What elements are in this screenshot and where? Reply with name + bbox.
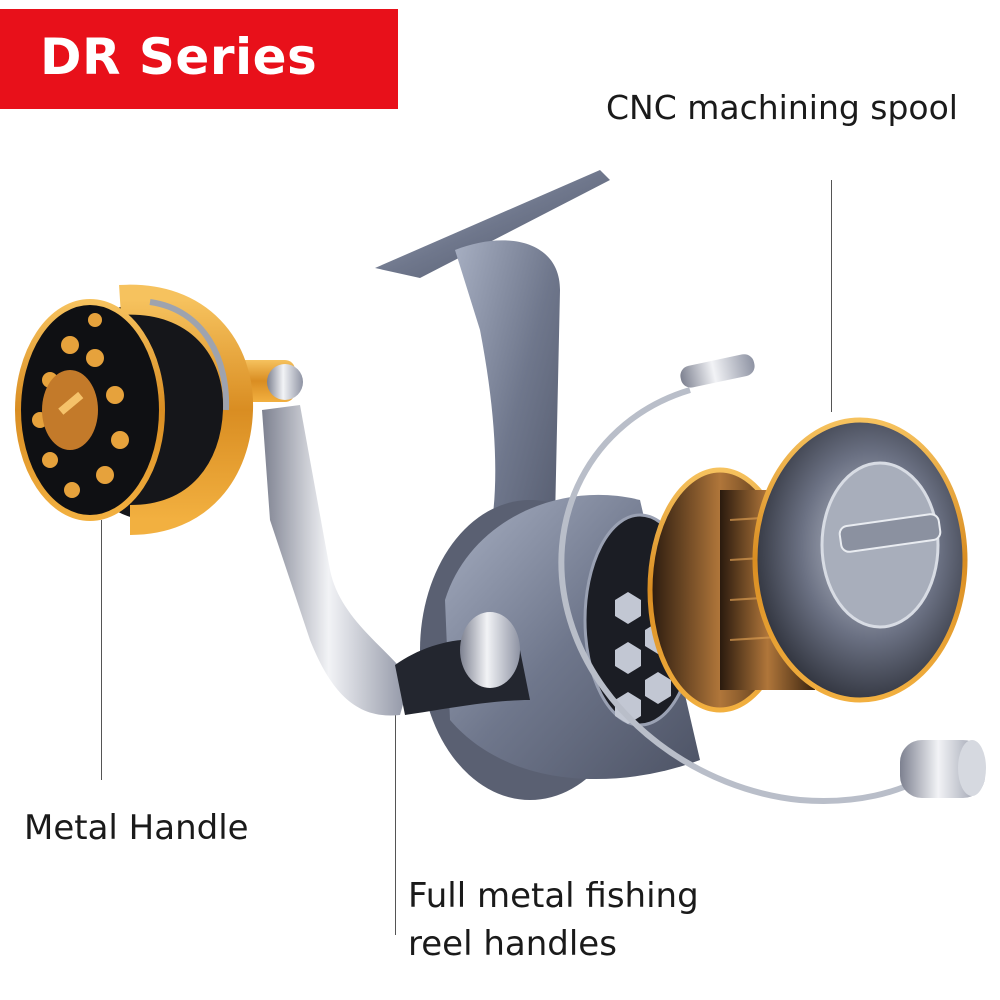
callout-handle-leader — [101, 520, 102, 780]
drag-knob-bar — [838, 513, 942, 553]
handle-knob — [15, 284, 254, 535]
bail-wire — [558, 387, 922, 804]
series-title: DR Series — [40, 28, 318, 86]
handle-pivot — [460, 612, 520, 688]
callout-fullmetal-line1: Full metal fishing — [408, 876, 699, 916]
series-banner: DR Series — [0, 9, 398, 109]
callout-fullmetal-line2: reel handles — [408, 924, 617, 964]
callout-fullmetal-leader — [395, 690, 396, 935]
callout-handle-label: Metal Handle — [24, 808, 249, 848]
bail-arm-top — [680, 354, 755, 388]
callout-fullmetal-label: Full metal fishing reel handles — [408, 872, 699, 968]
line-roller — [900, 740, 986, 798]
callout-spool-label: CNC machining spool — [606, 88, 958, 127]
reel-foot — [375, 170, 610, 278]
handle-arm — [262, 405, 410, 716]
callout-spool-leader — [831, 180, 832, 412]
